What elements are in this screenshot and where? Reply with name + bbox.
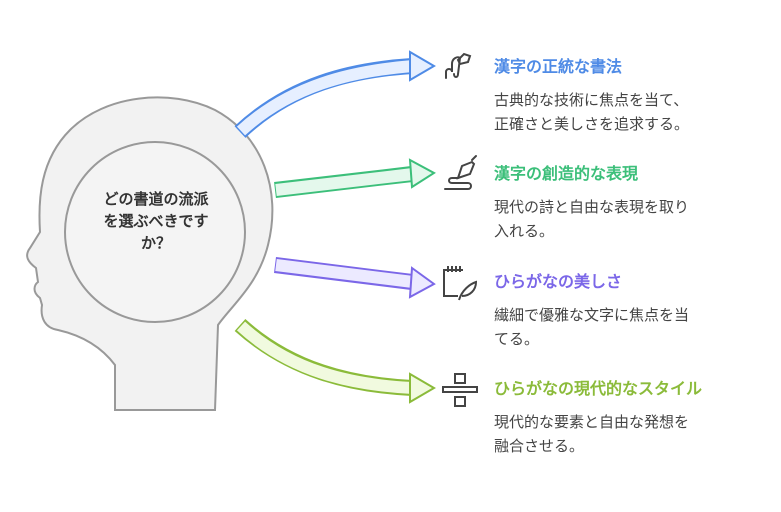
option-title: ひらがなの美しさ [494,272,623,291]
option-description: 現代的な要素と自由な発想を融合させる。 [494,413,690,455]
arrow-3 [274,257,436,299]
arrow-1 [234,50,436,138]
option-creative-kanji: 漢字の創造的な表現 現代の詩と自由な表現を取り入れる。 [494,163,774,243]
option-description: 繊細で優雅な文字に焦点を当てる。 [494,306,690,348]
option-modern-hiragana: ひらがなの現代的なスタイル 現代的な要素と自由な発想を融合させる。 [494,378,774,458]
question-line: か？ [140,234,171,252]
option-orthodox-kanji: 漢字の正統な書法 古典的な技術に焦点を当て、正確さと美しさを追求する。 [494,56,774,136]
option-hiragana-beauty: ひらがなの美しさ 繊細で優雅な文字に焦点を当てる。 [494,271,774,351]
center-circle [64,141,246,323]
option-title: 漢字の創造的な表現 [494,164,639,183]
fountain-pen-icon [444,155,477,190]
option-description: 現代の詩と自由な表現を取り入れる。 [494,198,690,240]
question-line: どの書道の流派 [103,190,209,208]
question-line: を選ぶべきです [103,212,209,230]
pen-nib-icon [445,52,472,79]
central-question: どの書道の流派 を選ぶべきです か？ [72,188,240,254]
notepad-feather-icon [443,266,478,301]
arrow-4 [234,319,436,404]
option-title: ひらがなの現代的なスタイル [494,379,703,398]
divide-icon [442,373,478,407]
arrow-2 [274,158,436,198]
option-description: 古典的な技術に焦点を当て、正確さと美しさを追求する。 [494,91,690,133]
option-title: 漢字の正統な書法 [494,57,623,76]
